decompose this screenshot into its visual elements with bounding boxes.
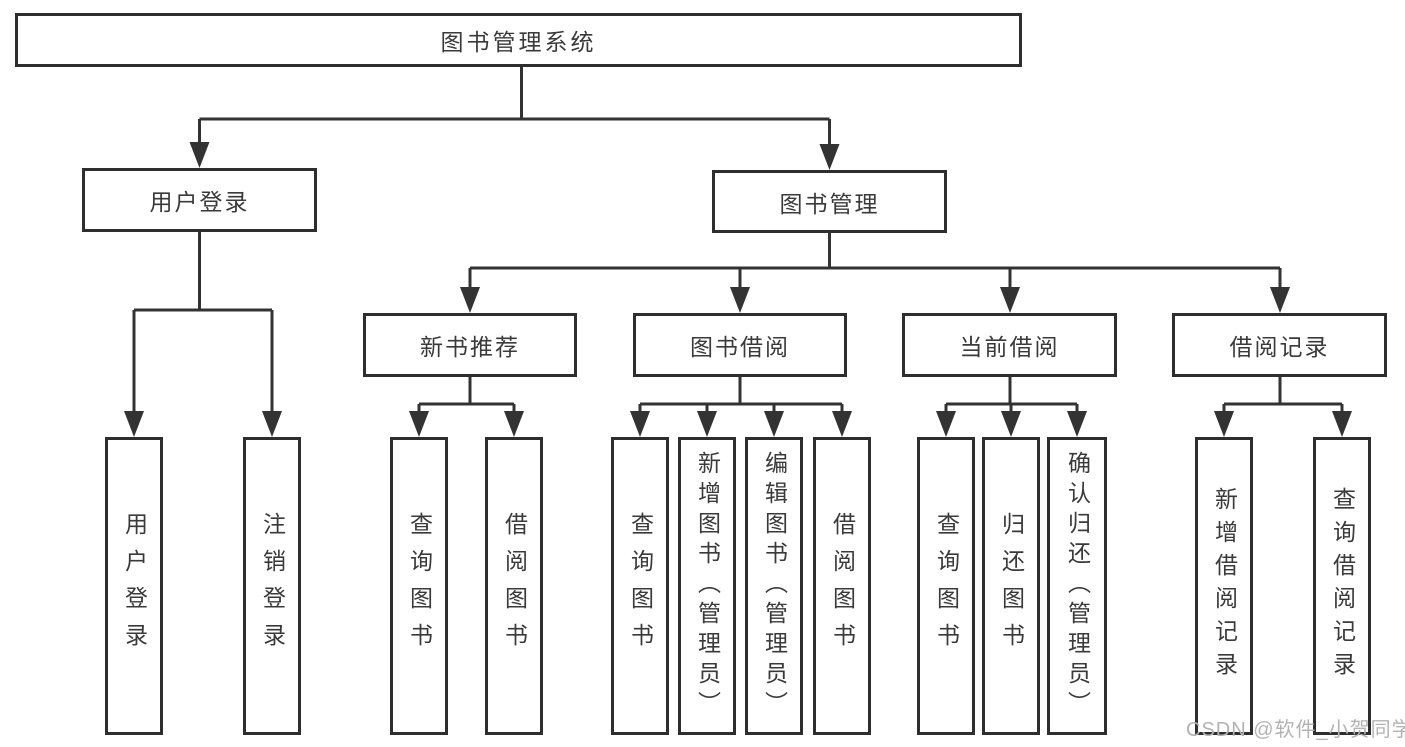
node-label: 查询图书 [933, 512, 960, 660]
arrowhead [832, 411, 852, 437]
node-bb-add-books-admin: 新增图书（管理员） [678, 437, 736, 735]
node-user-login-leaf: 用户登录 [105, 437, 163, 735]
arrowhead [1001, 411, 1021, 437]
connector-current-borrowing [936, 377, 1087, 437]
node-label: 借阅图书 [501, 512, 528, 660]
node-nbr-query-books: 查询图书 [390, 437, 448, 735]
node-label: 用户登录 [121, 512, 148, 660]
arrowhead [409, 411, 429, 437]
arrowhead [189, 142, 210, 168]
node-cb-query-books: 查询图书 [917, 437, 975, 735]
arrowhead [1000, 287, 1020, 313]
connector-book-management [460, 233, 1290, 313]
node-borrowing-records: 借阅记录 [1172, 313, 1387, 377]
node-label: 归还图书 [998, 512, 1025, 660]
node-user-login: 用户登录 [82, 168, 317, 232]
node-label: 当前借阅 [959, 334, 1060, 360]
arrowhead [1067, 411, 1087, 437]
arrowhead [936, 411, 956, 437]
node-cb-return-books: 归还图书 [982, 437, 1040, 735]
arrowhead [819, 144, 840, 170]
node-br-add-borrow-record: 新增借阅记录 [1195, 437, 1253, 735]
node-new-book-recommend: 新书推荐 [363, 313, 577, 377]
connector-borrowing-records [1214, 377, 1352, 437]
arrowhead [630, 411, 650, 437]
node-label: 图书管理系统 [440, 29, 597, 55]
node-label: 编辑图书（管理员） [761, 451, 788, 721]
arrowhead [1270, 287, 1290, 313]
node-root: 图书管理系统 [15, 13, 1022, 67]
arrowhead [460, 287, 480, 313]
node-book-borrowing: 图书借阅 [633, 313, 847, 377]
node-book-management: 图书管理 [712, 170, 947, 233]
arrowhead [124, 411, 144, 437]
arrowhead [1214, 411, 1234, 437]
node-bb-query-books: 查询图书 [611, 437, 669, 735]
node-label: 注销登录 [259, 512, 286, 660]
arrowhead [1332, 411, 1352, 437]
connector-root [189, 67, 840, 170]
node-label: 借阅图书 [829, 512, 856, 660]
node-bb-edit-books-admin: 编辑图书（管理员） [745, 437, 803, 735]
arrowhead [262, 411, 282, 437]
node-cb-confirm-return-admin: 确认归还（管理员） [1047, 437, 1107, 735]
node-nbr-borrow-books: 借阅图书 [485, 437, 543, 735]
node-label: 查询借阅记录 [1329, 487, 1356, 685]
connector-book-borrowing [630, 377, 852, 437]
node-label: 新书推荐 [420, 334, 520, 360]
arrowhead [697, 411, 717, 437]
node-label: 图书管理 [779, 190, 880, 217]
node-label: 查询图书 [627, 512, 654, 660]
node-logout: 注销登录 [243, 437, 301, 735]
node-label: 新增图书（管理员） [694, 451, 721, 721]
arrowhead [730, 287, 750, 313]
node-br-query-borrow-record: 查询借阅记录 [1313, 437, 1371, 735]
node-label: 借阅记录 [1229, 334, 1330, 360]
connector-user-login [124, 232, 282, 437]
arrowhead [504, 411, 524, 437]
watermark: CSDN @软件_小贺同学 [1186, 719, 1405, 741]
node-label: 确认归还（管理员） [1064, 451, 1091, 721]
node-label: 查询图书 [406, 512, 433, 660]
node-label: 图书借阅 [690, 334, 790, 360]
node-label: 新增借阅记录 [1211, 487, 1238, 685]
node-bb-borrow-books: 借阅图书 [813, 437, 871, 735]
node-label: 用户登录 [149, 189, 250, 215]
node-current-borrowing: 当前借阅 [902, 313, 1117, 377]
arrowhead [764, 411, 784, 437]
connector-new-book-recommend [409, 377, 524, 437]
